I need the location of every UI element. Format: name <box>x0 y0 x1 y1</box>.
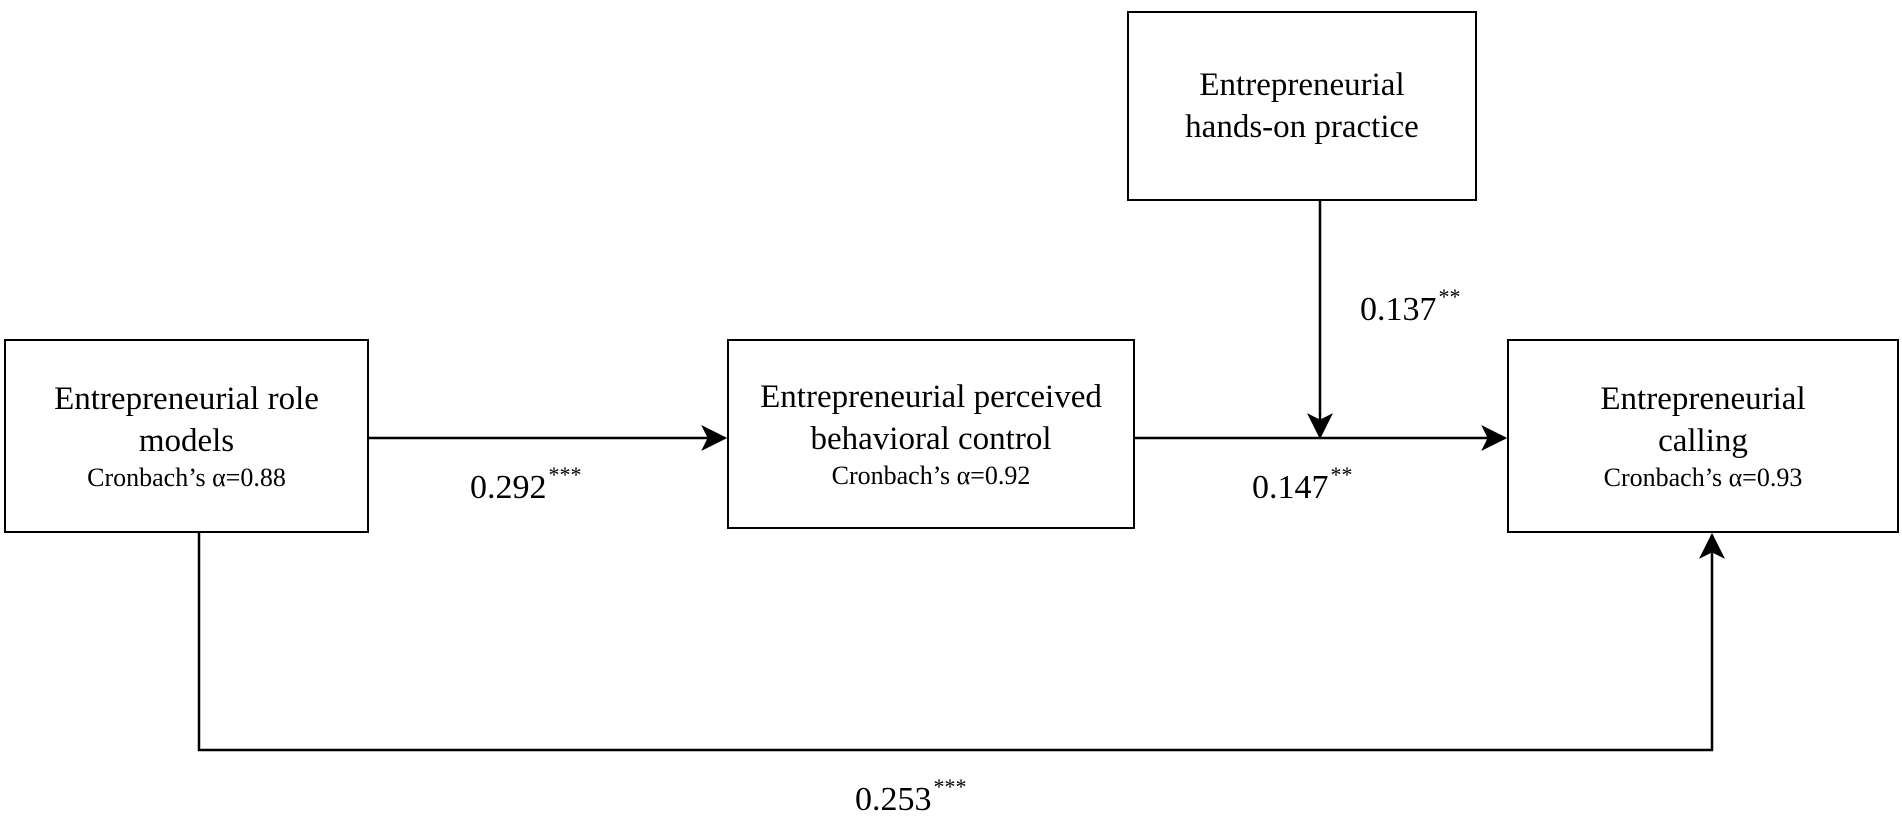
node-role-models-label: Entrepreneurial role models <box>54 381 319 459</box>
coefficient-value: 0.137 <box>1360 291 1437 328</box>
node-calling-label: Entrepreneurial calling <box>1600 381 1806 459</box>
coefficient-value: 0.292 <box>470 469 547 506</box>
node-calling-reliability: Cronbach’s α=0.93 <box>1603 463 1803 492</box>
path-coefficient-role-models-to-calling: 0.253*** <box>855 774 967 823</box>
node-perceived-behavioral-control: Entrepreneurial perceived behavioral con… <box>727 339 1135 529</box>
node-hands-on-label: Entrepreneurial hands-on practice <box>1185 67 1419 145</box>
significance-stars: ** <box>1330 462 1353 487</box>
path-coefficient-role-models-to-pbc: 0.292*** <box>470 462 582 511</box>
node-pbc-label: Entrepreneurial perceived behavioral con… <box>760 379 1102 457</box>
node-role-models-reliability: Cronbach’s α=0.88 <box>87 463 286 492</box>
coefficient-value: 0.147 <box>1252 469 1329 506</box>
node-hands-on-practice: Entrepreneurial hands-on practice <box>1127 11 1477 201</box>
significance-stars: ** <box>1438 284 1461 309</box>
arrow-role-models-to-calling <box>197 532 1725 752</box>
node-pbc-reliability: Cronbach’s α=0.92 <box>831 461 1031 490</box>
node-calling: Entrepreneurial calling Cronbach’s α=0.9… <box>1507 339 1899 533</box>
path-coefficient-pbc-to-calling: 0.147** <box>1252 462 1353 511</box>
significance-stars: *** <box>548 462 582 487</box>
coefficient-value: 0.253 <box>855 781 932 818</box>
significance-stars: *** <box>933 774 967 799</box>
path-coefficient-moderation-hands-on: 0.137** <box>1360 284 1461 333</box>
node-role-models: Entrepreneurial role models Cronbach’s α… <box>4 339 369 533</box>
